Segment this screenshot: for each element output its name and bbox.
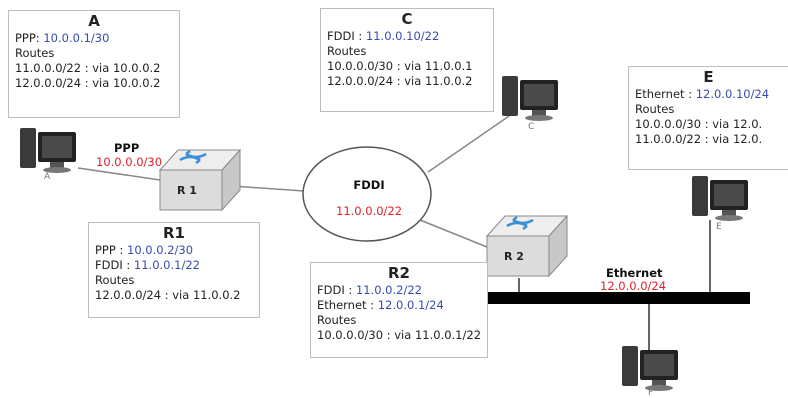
router-r2-title: R2 xyxy=(388,264,410,282)
router-r1-icon[interactable]: R 1 xyxy=(158,148,242,212)
host-c-title: C xyxy=(401,10,413,28)
host-c-info-box: C FDDI : 11.0.0.10/22 Routes 10.0.0.0/30… xyxy=(320,8,494,112)
host-a-routes-heading: Routes xyxy=(15,46,55,60)
link-a-r1 xyxy=(77,167,161,181)
router-r1-route: 12.0.0.0/24 : via 11.0.0.2 xyxy=(95,288,241,302)
router-r1-title: R1 xyxy=(163,224,185,242)
ppp-network-addr-label: 10.0.0.0/30 xyxy=(96,155,162,169)
fddi-network-label: FDDI xyxy=(346,178,392,192)
link-fddi-r2 xyxy=(419,219,488,248)
ethernet-network-name: Ethernet xyxy=(606,266,663,280)
ppp-network-name: PPP xyxy=(114,141,140,155)
fddi-network-name: FDDI xyxy=(353,178,385,192)
host-e-routes-heading: Routes xyxy=(635,102,675,116)
host-c-route: 12.0.0.0/24 : via 11.0.0.2 xyxy=(327,74,473,88)
router-r2-ethernet-line: Ethernet : 12.0.0.1/24 xyxy=(317,298,444,312)
host-a-ppp-line: PPP: 10.0.0.1/30 xyxy=(15,31,110,45)
host-c-fddi-line: FDDI : 11.0.0.10/22 xyxy=(327,29,440,43)
router-r2-routes-heading: Routes xyxy=(317,313,357,327)
pc-e-label: E xyxy=(716,222,722,232)
host-a-info-box: A PPP: 10.0.0.1/30 Routes 11.0.0.0/22 : … xyxy=(8,10,180,118)
router-r2-fddi-line: FDDI : 11.0.0.2/22 xyxy=(317,283,422,297)
host-a-title: A xyxy=(88,12,100,30)
pc-a-label: A xyxy=(44,172,51,182)
ppp-network-label: PPP xyxy=(114,141,139,155)
ethernet-network-label: Ethernet xyxy=(606,266,663,280)
link-fddi-c xyxy=(427,113,513,173)
router-r1-routes-heading: Routes xyxy=(95,273,135,287)
ethernet-network-address: 12.0.0.0/24 xyxy=(600,279,667,293)
pc-c-label: C xyxy=(528,122,535,132)
host-e-info-box: E Ethernet : 12.0.0.10/24 Routes 10.0.0.… xyxy=(628,66,788,170)
ppp-network-address: 10.0.0.0/30 xyxy=(96,155,163,169)
router-r2-route: 10.0.0.0/30 : via 11.0.0.1/22 xyxy=(317,328,482,342)
desktop-computer-icon[interactable] xyxy=(622,346,678,391)
router-r2-icon-label: R 2 xyxy=(504,250,524,263)
fddi-network-addr-label: 11.0.0.0/22 xyxy=(336,204,402,218)
pc-f-label: F xyxy=(648,388,654,398)
router-r2-info-box: R2 FDDI : 11.0.0.2/22 Ethernet : 12.0.0.… xyxy=(310,262,488,358)
ethernet-bus xyxy=(486,292,750,304)
host-a-route: 11.0.0.0/22 : via 10.0.0.2 xyxy=(15,61,161,75)
router-r1-ppp-line: PPP : 10.0.0.2/30 xyxy=(95,243,194,257)
router-r1-info-box: R1 PPP : 10.0.0.2/30 FDDI : 11.0.0.1/22 … xyxy=(88,222,260,318)
router-r2-icon[interactable]: R 2 xyxy=(485,214,569,278)
router-r1-icon-label: R 1 xyxy=(177,184,197,197)
router-r1-fddi-line: FDDI : 11.0.0.1/22 xyxy=(95,258,200,272)
host-e-ethernet-line: Ethernet : 12.0.0.10/24 xyxy=(635,87,770,101)
host-c-route: 10.0.0.0/30 : via 11.0.0.1 xyxy=(327,59,473,73)
host-c-routes-heading: Routes xyxy=(327,44,367,58)
link-r1-fddi xyxy=(231,185,305,192)
fddi-network-address: 11.0.0.0/22 xyxy=(336,204,403,218)
host-e-route: 11.0.0.0/22 : via 12.0. xyxy=(635,132,763,146)
desktop-computer-icon[interactable] xyxy=(20,128,76,173)
host-e-title: E xyxy=(703,68,714,86)
fddi-ring xyxy=(302,146,432,242)
ethernet-network-addr-label: 12.0.0.0/24 xyxy=(600,279,666,293)
desktop-computer-icon[interactable] xyxy=(692,176,748,221)
host-e-route: 10.0.0.0/30 : via 12.0. xyxy=(635,117,763,131)
host-a-route: 12.0.0.0/24 : via 10.0.0.2 xyxy=(15,76,161,90)
desktop-computer-icon[interactable] xyxy=(502,76,558,121)
